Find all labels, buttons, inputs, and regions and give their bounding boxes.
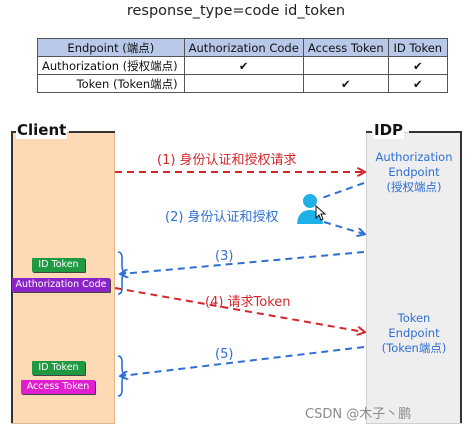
step1-label: (1) 身份认证和授权请求 [157, 153, 297, 168]
table-cell: ✔ [387, 74, 448, 93]
token-endpoint-label: Token Endpoint (Token端点) [366, 311, 462, 356]
table-cell [183, 74, 304, 93]
step4-label: (4) 请求Token [205, 295, 291, 310]
authorization-code-badge: Authorization Code [12, 278, 110, 292]
endpoint-line: Endpoint [388, 326, 440, 340]
arrow-step2-back [323, 221, 364, 234]
table-header-cell: ID Token [387, 38, 448, 57]
endpoint-token-table: Endpoint (端点) Authorization Code Access … [37, 38, 448, 93]
brace-step3-tokens [117, 251, 127, 295]
table-header-row: Endpoint (端点) Authorization Code Access … [37, 38, 448, 57]
table-row: Token (Token端点) ✔ ✔ [37, 74, 448, 93]
client-frame-line [69, 131, 115, 133]
idp-lane [366, 132, 462, 424]
arrow-step5 [121, 346, 365, 376]
diagram-title: response_type=code id_token [126, 3, 346, 19]
endpoint-line: Endpoint [388, 165, 440, 179]
table-row-label: Authorization (授权端点) [37, 56, 185, 75]
arrow-step4 [114, 287, 364, 332]
table-header-cell: Authorization Code [183, 38, 304, 57]
table-row-label: Token (Token端点) [37, 74, 185, 93]
id-token-badge: ID Token [32, 361, 85, 375]
brace-step5-tokens [117, 355, 127, 397]
table-header-cell: Access Token [302, 38, 389, 57]
arrow-step2-out [321, 182, 365, 199]
step3-label: (3) [215, 249, 234, 264]
access-token-badge: Access Token [21, 380, 95, 394]
endpoint-line: Token [397, 311, 431, 325]
authorization-endpoint-label: Authorization Endpoint (授权端点) [366, 150, 462, 195]
idp-lane-label: IDP [373, 121, 405, 139]
watermark: CSDN @木子丶鹏 [305, 407, 412, 422]
endpoint-line: (授权端点) [386, 180, 442, 194]
client-frame-line [11, 131, 13, 423]
id-token-badge: ID Token [32, 258, 85, 272]
endpoint-line: Authorization [375, 150, 453, 164]
idp-frame-line [409, 131, 462, 133]
arrow-step3 [121, 251, 365, 274]
idp-frame-line [460, 131, 462, 423]
mouse-cursor-icon [315, 204, 327, 221]
step5-label: (5) [215, 347, 234, 362]
client-frame-line [11, 131, 16, 133]
step2-label: (2) 身份认证和授权 [165, 210, 279, 225]
endpoint-line: (Token端点) [381, 341, 447, 355]
idp-frame-line [366, 131, 372, 133]
table-header-cell: Endpoint (端点) [37, 38, 185, 57]
client-lane-label: Client [16, 121, 68, 139]
